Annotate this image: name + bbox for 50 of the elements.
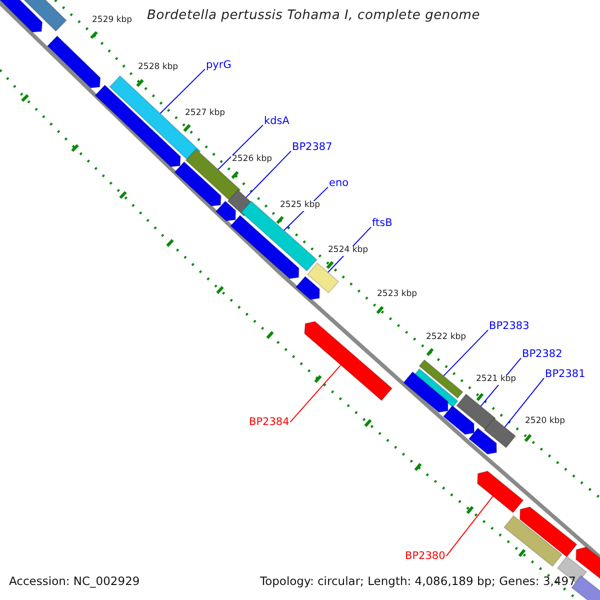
leader-line bbox=[290, 364, 342, 423]
scale-label: 2524 kbp bbox=[327, 246, 370, 256]
gene-feature bbox=[476, 470, 524, 514]
gene-label: kdsA bbox=[264, 115, 290, 128]
gene-feature bbox=[468, 427, 498, 455]
gene-feature bbox=[22, 0, 68, 32]
leader-line bbox=[160, 68, 206, 114]
gene-feature bbox=[418, 359, 464, 399]
gene-feature bbox=[304, 320, 393, 402]
scale-label: 2528 kbp bbox=[137, 63, 180, 73]
gene-feature bbox=[402, 371, 448, 413]
scale-label: 2526 kbp bbox=[231, 155, 274, 165]
gene-feature bbox=[442, 405, 475, 435]
gene-label: BP2381 bbox=[545, 368, 586, 380]
leader-line bbox=[504, 378, 544, 428]
gene-feature bbox=[0, 0, 43, 33]
gene-label: eno bbox=[329, 177, 349, 190]
scale-label: 2521 kbp bbox=[475, 375, 518, 385]
gene-feature bbox=[230, 214, 300, 280]
gene-label: pyrG bbox=[206, 59, 232, 72]
footer-text: Topology: circular; Length: 4,086,189 bp; Genes: 3,497 bbox=[260, 575, 576, 588]
gene-label: BP2387 bbox=[292, 141, 332, 154]
scale-label: 2525 kbp bbox=[279, 201, 322, 211]
scale-label: 2527 kbp bbox=[184, 109, 226, 119]
scale-label: 2523 kbp bbox=[376, 290, 418, 300]
title: Bordetella pertussis Tohama I, complete genome bbox=[147, 9, 480, 24]
leader-line bbox=[443, 330, 488, 376]
gene-label: BP2382 bbox=[522, 348, 562, 360]
gene-label: BP2383 bbox=[489, 320, 530, 332]
gene-label: BP2384 bbox=[249, 416, 290, 428]
gene-feature bbox=[94, 84, 181, 168]
leader-line bbox=[218, 124, 264, 170]
leader-line bbox=[446, 496, 494, 557]
gene-feature bbox=[306, 262, 340, 294]
gene-feature bbox=[503, 515, 563, 567]
gene-feature bbox=[174, 161, 222, 207]
leader-line bbox=[246, 150, 292, 198]
gene-feature bbox=[576, 546, 600, 582]
scale-label: 2529 kbp bbox=[91, 16, 134, 26]
gene-feature bbox=[484, 418, 516, 448]
gene-label: BP2380 bbox=[405, 550, 446, 562]
gene-feature bbox=[295, 276, 320, 300]
gene-feature bbox=[519, 506, 578, 558]
gene-feature bbox=[46, 35, 101, 88]
gene-label: ftsB bbox=[372, 217, 392, 230]
scale-label: 2520 kbp bbox=[524, 417, 566, 427]
scale-label: 2522 kbp bbox=[425, 333, 468, 343]
footer-text: Accession: NC_002929 bbox=[9, 575, 140, 588]
gene-feature bbox=[240, 200, 318, 272]
gene-feature bbox=[456, 393, 496, 431]
